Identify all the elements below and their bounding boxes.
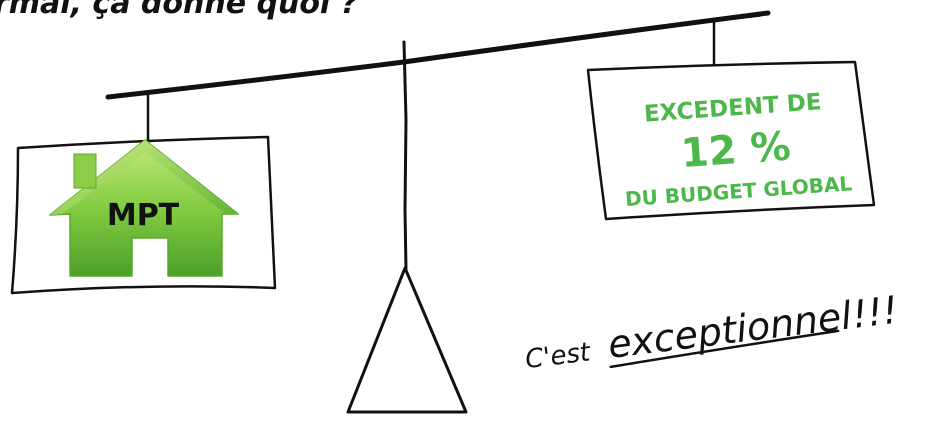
scale-base — [346, 266, 468, 414]
annotation-prefix: C'est — [524, 337, 593, 375]
percent-value: 12 % — [679, 124, 792, 178]
annotation: C'est exceptionnel !!! — [524, 288, 901, 375]
scale-post — [402, 40, 408, 272]
page-heading: rmal, ça donne quoi ? — [0, 0, 359, 21]
house-icon — [49, 139, 239, 277]
annotation-suffix: !!! — [850, 288, 901, 337]
emphasis-underline — [609, 329, 840, 369]
scale-beam-sketch — [119, 15, 761, 96]
right-panel — [586, 60, 876, 221]
house-label: MPT — [107, 198, 180, 233]
annotation-emphasis: exceptionnel — [605, 293, 854, 367]
